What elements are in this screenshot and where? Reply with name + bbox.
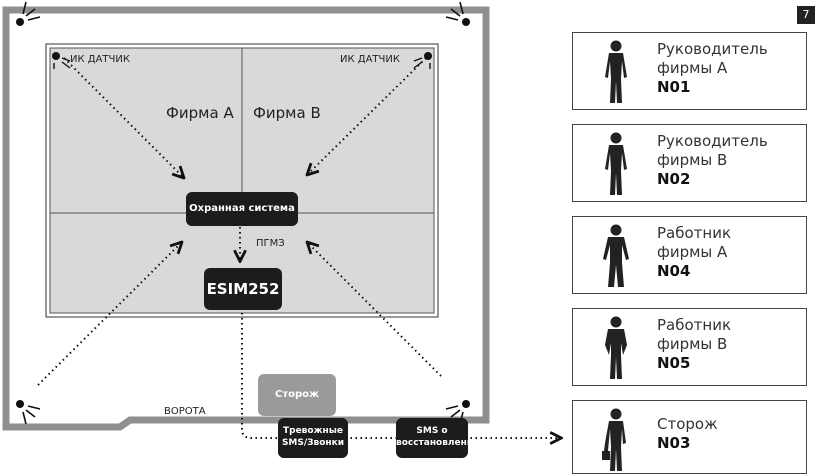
recipient-line2: фирмы А: [657, 59, 728, 77]
security-system-block: Охранная система: [186, 192, 298, 226]
alarm-messages-line1: Тревожные: [283, 426, 343, 436]
alarm-messages-block: Тревожные SMS/Звонки: [278, 418, 348, 458]
signal-arrow-bottom-right: [308, 243, 442, 377]
person-icon: [605, 40, 627, 103]
recipient-line1: Работник: [657, 316, 732, 334]
pgmz-label: ПГМЗ: [256, 238, 285, 249]
recipient-code: N02: [657, 170, 691, 188]
restore-messages-block: SMS о восстановлении: [396, 418, 479, 458]
recipient-card: Работник фирмы В N05: [572, 308, 807, 386]
recipient-line1: Руководитель: [657, 40, 768, 58]
firm-a-label: Фирма А: [166, 104, 234, 122]
alarm-messages-line2: SMS/Звонки: [281, 438, 345, 448]
recipient-line1: Сторож: [657, 415, 718, 433]
gate-label: ВОРОТА: [164, 406, 206, 417]
recipient-line2: фирмы В: [657, 335, 728, 353]
ir-sensor-icon: [16, 1, 41, 26]
person-icon: [605, 316, 627, 379]
recipient-line2: фирмы А: [657, 243, 728, 261]
ir-sensor-icon: [445, 1, 470, 26]
recipient-code: N01: [657, 78, 691, 96]
recipient-line2: фирмы В: [657, 151, 728, 169]
recipient-code: N05: [657, 354, 691, 372]
recipient-card: Руководитель фирмы А N01: [572, 32, 807, 110]
ir-sensor-icon: [16, 400, 41, 425]
firm-b-label: Фирма В: [253, 104, 321, 122]
signal-arrow-bottom-left: [37, 243, 181, 386]
recipient-line1: Руководитель: [657, 132, 768, 150]
ir-sensor-label-right: ИК ДАТЧИК: [340, 54, 400, 65]
restore-messages-line1: SMS о: [416, 426, 448, 436]
recipient-card: Руководитель фирмы В N02: [572, 124, 807, 202]
ir-sensor-icon: [413, 52, 432, 69]
signal-arrow-top-left: [63, 57, 183, 177]
recipient-code: N03: [657, 434, 691, 452]
person-icon: [605, 132, 627, 195]
ir-sensor-label-left: ИК ДАТЧИК: [70, 54, 130, 65]
recipient-card: Сторож N03: [572, 400, 807, 474]
person-icon: [603, 224, 629, 287]
guard-block: Сторож: [258, 374, 336, 416]
guard-person-icon: [602, 408, 626, 471]
page-number: 7: [797, 6, 815, 24]
recipient-code: N04: [657, 262, 691, 280]
message-path: [241, 313, 560, 438]
recipient-line1: Работник: [657, 224, 732, 242]
esim252-block: ESIM252: [204, 268, 282, 310]
restore-messages-line2: восстановлении: [396, 438, 480, 448]
recipient-card: Работник фирмы А N04: [572, 216, 807, 294]
ir-sensor-icon: [52, 52, 71, 69]
